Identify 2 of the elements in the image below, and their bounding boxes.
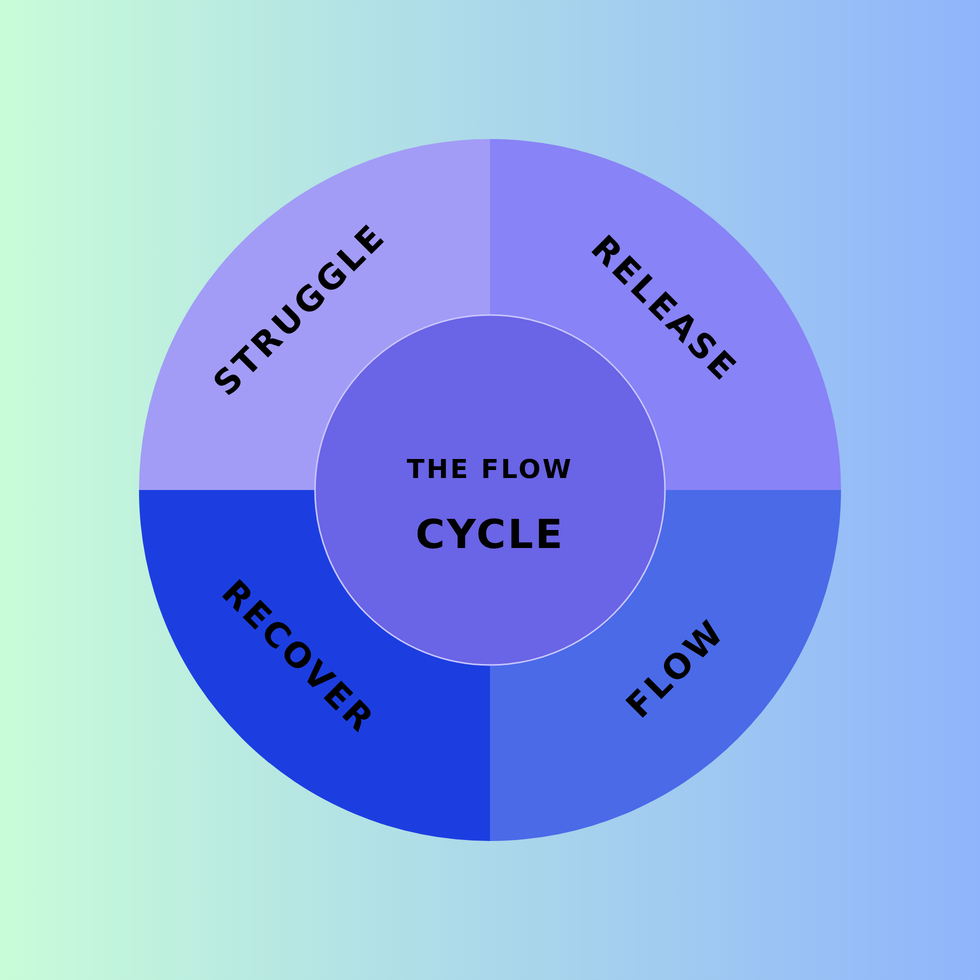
center-subtitle: THE FLOW [406, 455, 574, 485]
center-title: CYCLE [415, 512, 565, 558]
